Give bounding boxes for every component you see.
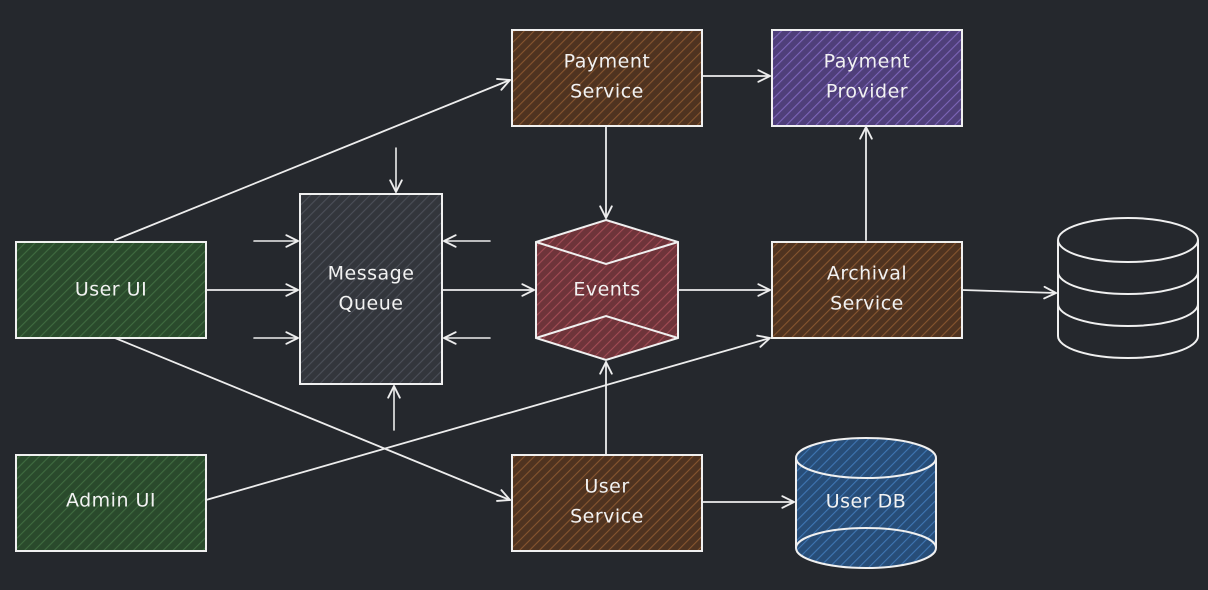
storage-ring-1: [1057, 271, 1199, 295]
events-top-chevron: [535, 241, 679, 266]
user-db-body: [795, 458, 937, 569]
admin-ui-box: [15, 454, 207, 552]
payment-service-label-line1: Payment: [564, 51, 651, 73]
node-message-queue: Message Queue: [299, 193, 443, 385]
storage-top-ellipse: [1057, 217, 1199, 263]
node-user-service: User Service: [511, 454, 703, 552]
user-db-label: User DB: [826, 491, 907, 513]
payment-service-box: [511, 29, 703, 127]
storage-ring-2: [1057, 303, 1199, 327]
node-user-db: User DB: [795, 437, 937, 569]
node-user-ui: User UI: [15, 241, 207, 339]
node-admin-ui: Admin UI: [15, 454, 207, 552]
edge-userui-to-payment: [114, 78, 511, 241]
storage-body: [1057, 240, 1199, 359]
user-service-label-line2: Service: [570, 506, 644, 528]
edges: [114, 69, 1057, 509]
node-payment-service: Payment Service: [511, 29, 703, 127]
payment-provider-box: [771, 29, 963, 127]
edge-adminui-to-archival: [205, 334, 771, 501]
edge-userui-to-userservice: [114, 337, 511, 502]
edge-archival-to-storage: [961, 285, 1057, 300]
payment-provider-label-line1: Payment: [824, 51, 911, 73]
archival-service-label-line2: Service: [830, 293, 904, 315]
payment-service-label-line2: Service: [570, 81, 644, 103]
admin-ui-label: Admin UI: [66, 490, 156, 512]
payment-provider-label-line2: Provider: [826, 81, 908, 103]
user-ui-box: [15, 241, 207, 339]
user-db-bottom-rim: [795, 527, 937, 549]
archival-service-box: [771, 241, 963, 339]
message-queue-box: [299, 193, 443, 385]
events-bottom-chevron: [535, 314, 679, 339]
node-payment-provider: Payment Provider: [771, 29, 963, 127]
events-label: Events: [573, 279, 640, 301]
message-queue-label-line2: Queue: [339, 293, 404, 315]
user-db-top-ellipse: [795, 437, 937, 479]
message-queue-label-line1: Message: [328, 263, 415, 285]
user-service-box: [511, 454, 703, 552]
node-events: Events: [535, 218, 679, 362]
user-service-label-line1: User: [584, 476, 629, 498]
user-ui-label: User UI: [75, 279, 147, 301]
node-archival-service: Archival Service: [771, 241, 963, 339]
archival-service-label-line1: Archival: [827, 263, 907, 285]
storage-cylinder-icon: [1057, 217, 1199, 359]
